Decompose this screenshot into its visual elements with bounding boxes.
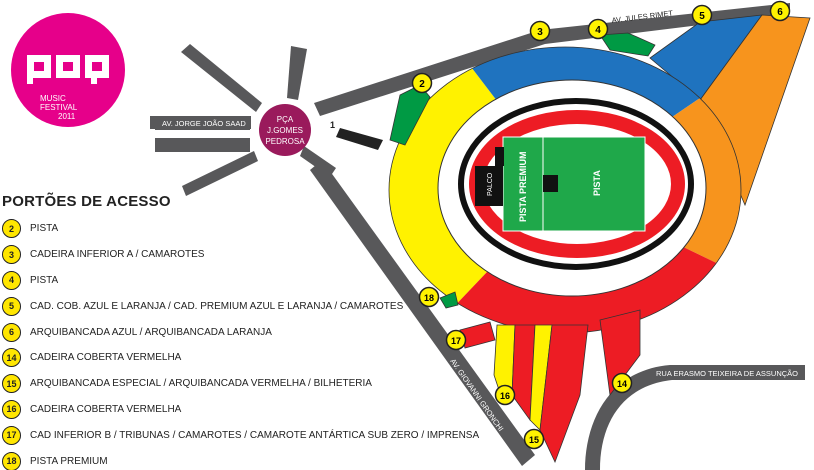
gate-16-marker: 16 bbox=[494, 384, 516, 406]
logo-festival: FESTIVAL bbox=[40, 103, 78, 112]
svg-text:3: 3 bbox=[537, 27, 543, 38]
road-jules-rimet bbox=[314, 3, 790, 116]
gate-14-marker: 14 bbox=[611, 372, 633, 394]
legend-text: CAD. COB. AZUL E LARANJA / CAD. PREMIUM … bbox=[30, 300, 404, 312]
gate-3-marker: 3 bbox=[529, 20, 551, 42]
stage bbox=[475, 147, 558, 206]
svg-text:5: 5 bbox=[699, 11, 705, 22]
stage-label: PALCO bbox=[487, 172, 494, 196]
legend-text: CAD INFERIOR B / TRIBUNAS / CAMAROTES / … bbox=[30, 429, 480, 441]
street-label-jorge: AV. JORGE JOÃO SAAD bbox=[162, 119, 246, 128]
legend-text: ARQUIBANCADA AZUL / ARQUIBANCADA LARANJA bbox=[30, 326, 272, 338]
gate-markers: 2 3 4 5 6 18 17 16 15 14 bbox=[411, 0, 791, 450]
svg-text:J.GOMES: J.GOMES bbox=[267, 126, 303, 135]
gate-badge: 15 bbox=[2, 374, 21, 394]
legend-item: 18 PISTA PREMIUM bbox=[2, 448, 479, 470]
gate-15-marker: 15 bbox=[523, 428, 545, 450]
pop-festival-logo: MUSIC FESTIVAL 2011 bbox=[11, 13, 125, 127]
field bbox=[502, 136, 646, 232]
legend-item: 6 ARQUIBANCADA AZUL / ARQUIBANCADA LARANJ… bbox=[2, 319, 479, 345]
legend-item: 3 CADEIRA INFERIOR A / CAMAROTES bbox=[2, 242, 479, 268]
legend-item: 4 PISTA bbox=[2, 268, 479, 294]
logo-year: 2011 bbox=[58, 112, 76, 121]
gate-18-area bbox=[439, 291, 459, 309]
legend-item: 17 CAD INFERIOR B / TRIBUNAS / CAMAROTES … bbox=[2, 422, 479, 448]
gate-badge: 5 bbox=[2, 296, 21, 316]
street-label-erasmo: RUA ERASMO TEIXEIRA DE ASSUNÇÃO bbox=[656, 369, 798, 378]
legend-text: ARQUIBANCADA ESPECIAL / ARQUIBANCADA VER… bbox=[30, 378, 372, 390]
plaza-jgomes-pedrosa: PÇA J.GOMES PEDROSA bbox=[259, 104, 311, 156]
legend-item: 2 PISTA bbox=[2, 216, 479, 242]
legend-text: PISTA bbox=[30, 223, 59, 235]
gate-badge: 17 bbox=[2, 425, 21, 445]
gate-18-marker: 18 bbox=[418, 286, 440, 308]
legend-item: 14 CADEIRA COBERTA VERMELHA bbox=[2, 345, 479, 371]
gate-1-ramp bbox=[336, 128, 383, 150]
legend-text: PISTA bbox=[30, 274, 59, 286]
svg-text:4: 4 bbox=[595, 25, 601, 36]
gate-4-area bbox=[599, 32, 656, 57]
gate-17-marker: 17 bbox=[445, 329, 467, 351]
svg-text:15: 15 bbox=[529, 435, 539, 445]
gate-badge: 18 bbox=[2, 451, 21, 470]
legend-item: 15 ARQUIBANCADA ESPECIAL / ARQUIBANCADA V… bbox=[2, 371, 479, 397]
gate-badge: 16 bbox=[2, 399, 21, 419]
svg-text:PEDROSA: PEDROSA bbox=[265, 137, 305, 146]
svg-text:6: 6 bbox=[777, 7, 783, 18]
svg-text:2: 2 bbox=[419, 79, 425, 90]
legend-item: 16 CADEIRA COBERTA VERMELHA bbox=[2, 397, 479, 423]
road-giovanni-gronchi bbox=[310, 160, 535, 466]
svg-text:18: 18 bbox=[424, 293, 434, 303]
gate-badge: 3 bbox=[2, 245, 21, 265]
legend-text: CADEIRA COBERTA VERMELHA bbox=[30, 352, 182, 364]
legend-item: 5 CAD. COB. AZUL E LARANJA / CAD. PREMIUM… bbox=[2, 293, 479, 319]
gate-6-marker: 6 bbox=[769, 0, 791, 22]
gate-4-marker: 4 bbox=[587, 18, 609, 40]
logo-music: MUSIC bbox=[40, 94, 66, 103]
svg-text:PÇA: PÇA bbox=[277, 115, 294, 124]
legend-title: PORTÕES DE ACESSO bbox=[2, 193, 171, 210]
road-erasmo bbox=[585, 365, 805, 470]
gate-badge: 6 bbox=[2, 322, 21, 342]
svg-text:16: 16 bbox=[500, 391, 510, 401]
gate-2-marker: 2 bbox=[411, 72, 433, 94]
gate-badge: 14 bbox=[2, 348, 21, 368]
svg-text:17: 17 bbox=[451, 336, 461, 346]
legend-text: CADEIRA INFERIOR A / CAMAROTES bbox=[30, 249, 205, 261]
gate-1-label: 1 bbox=[330, 120, 335, 130]
gate-5-marker: 5 bbox=[691, 4, 713, 26]
pista-premium-label: PISTA PREMIUM bbox=[518, 151, 528, 222]
pista-label: PISTA bbox=[592, 170, 602, 196]
legend-text: PISTA PREMIUM bbox=[30, 455, 108, 467]
svg-text:14: 14 bbox=[617, 379, 627, 389]
gate-badge: 2 bbox=[2, 219, 21, 239]
legend-text: CADEIRA COBERTA VERMELHA bbox=[30, 403, 182, 415]
gate-badge: 4 bbox=[2, 270, 21, 290]
